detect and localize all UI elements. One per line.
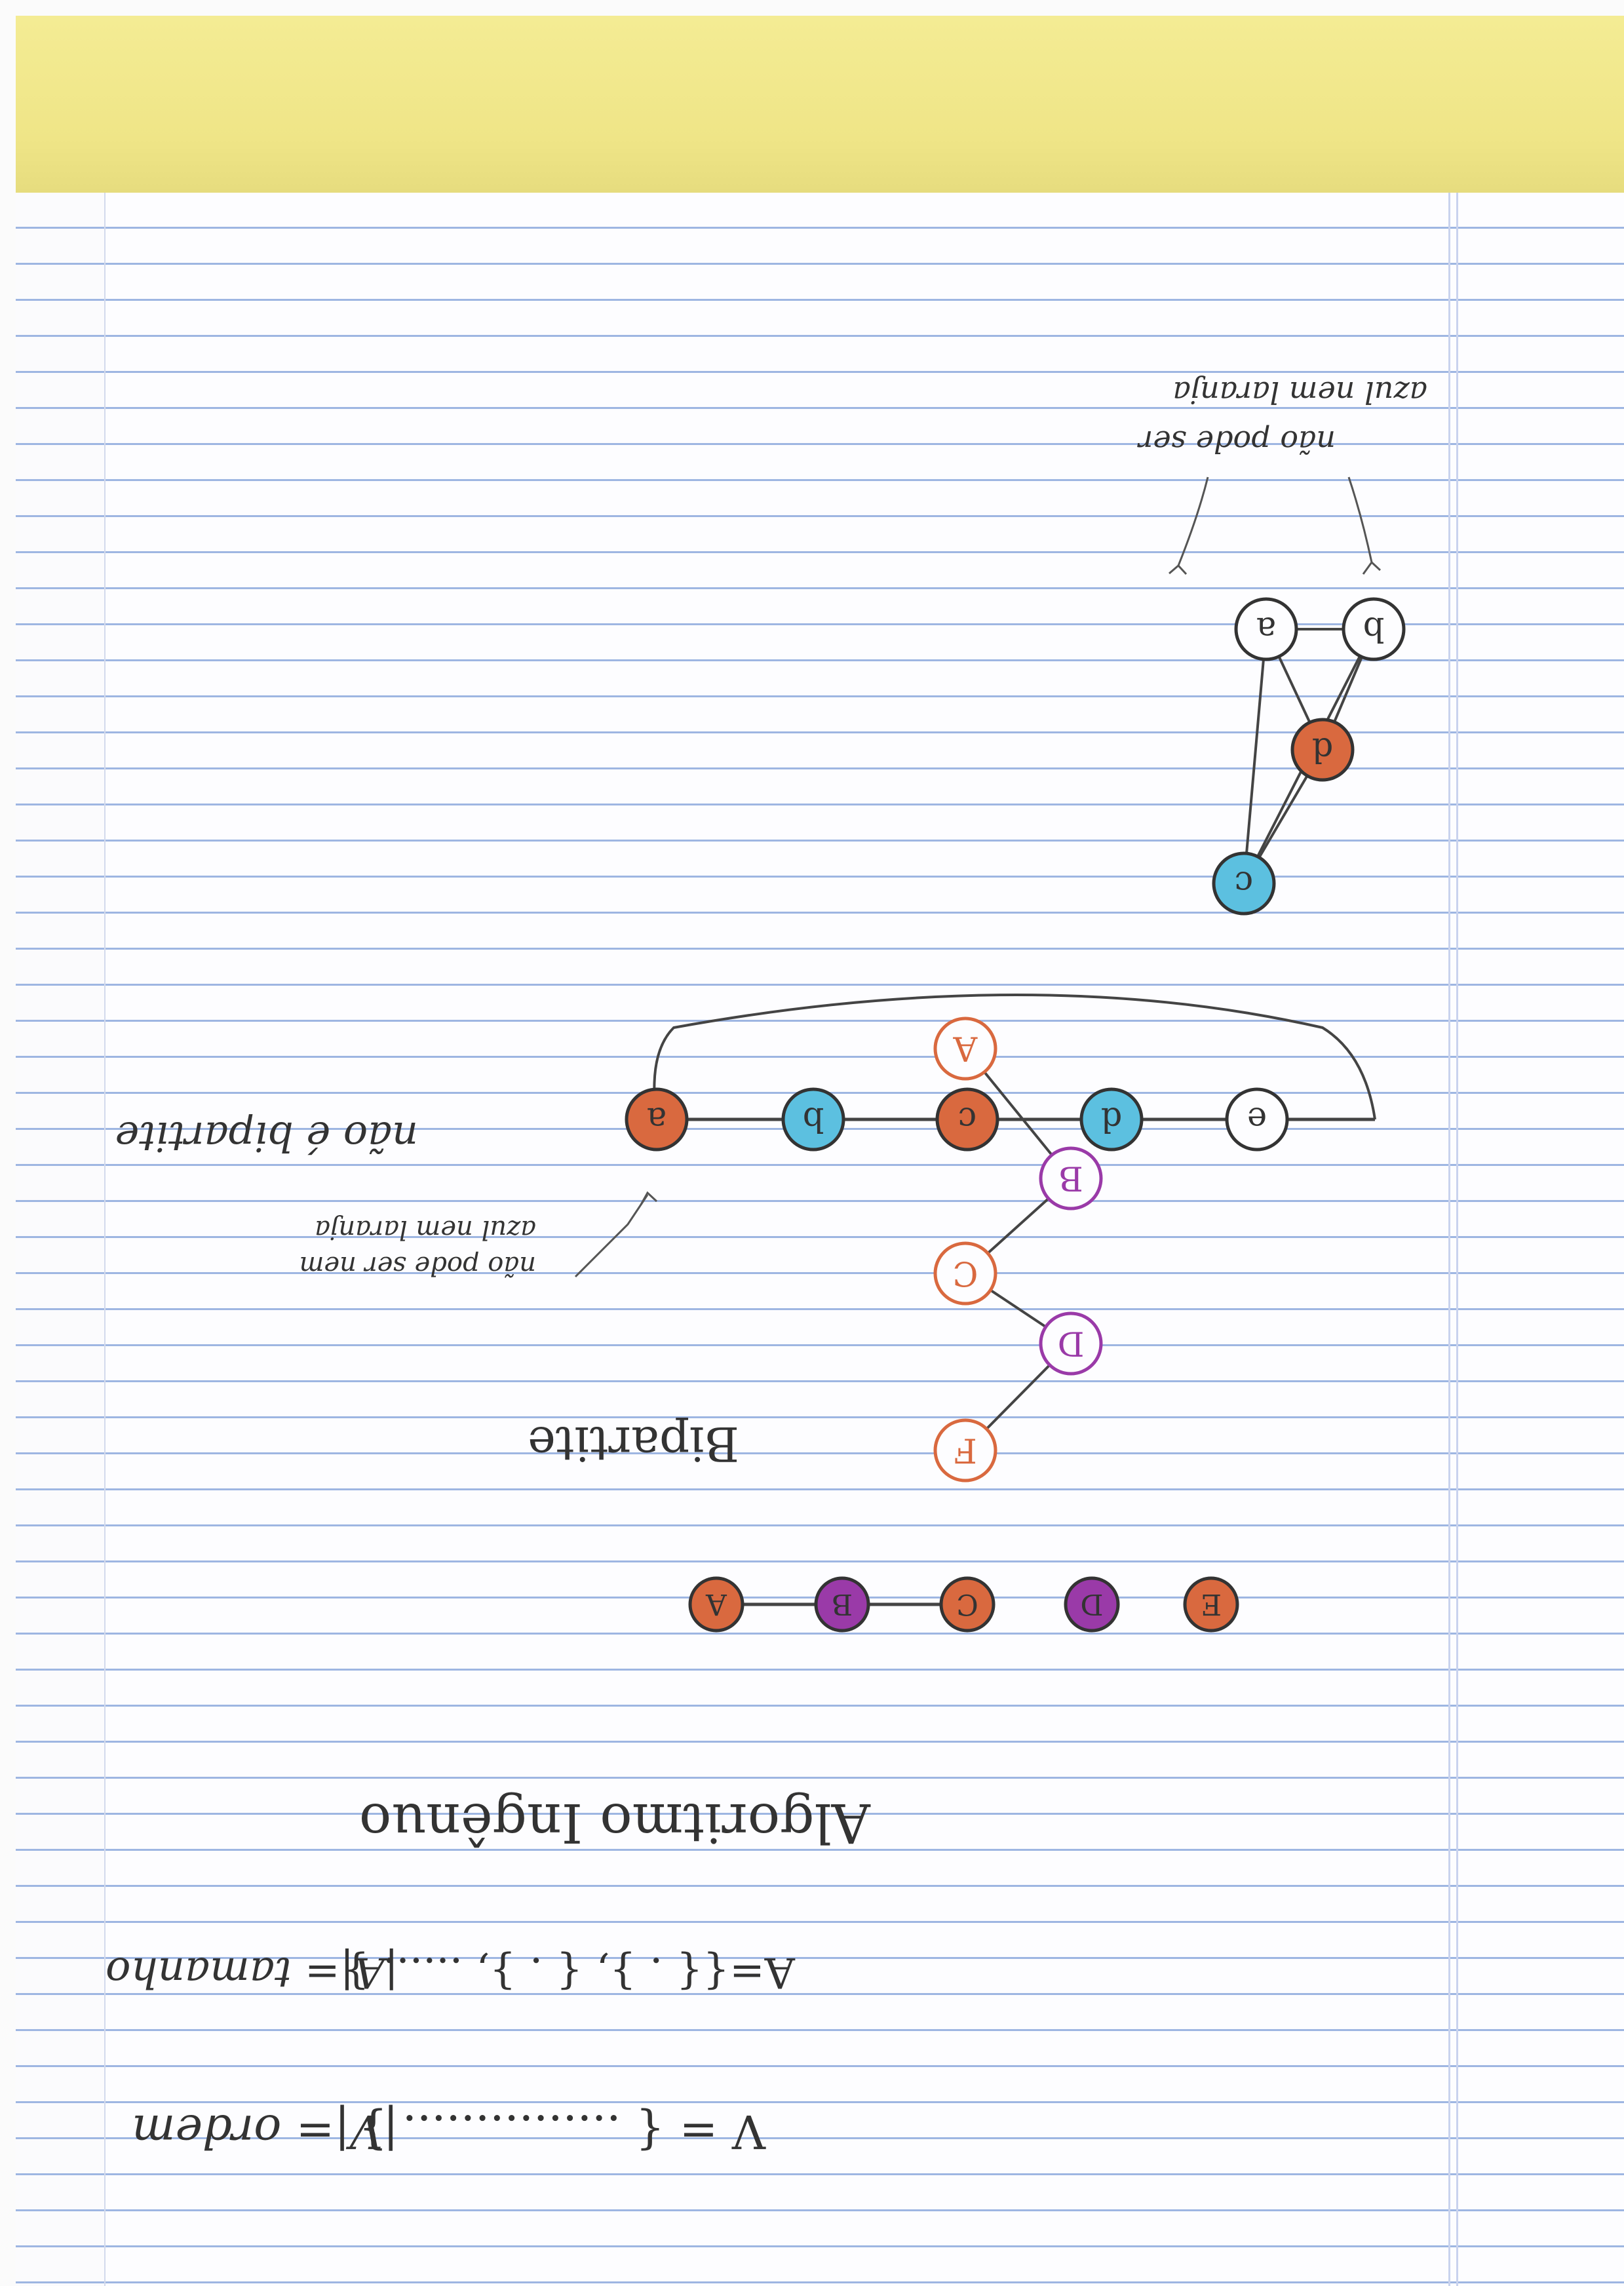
graph-edge: [653, 994, 1376, 1120]
graph-node-label: A: [952, 1029, 978, 1068]
graph-node-label: d: [1101, 1100, 1123, 1138]
graph-node: [1039, 1146, 1103, 1211]
graph-node: [1183, 1576, 1239, 1633]
graph-node: [1342, 597, 1406, 661]
graph-edge: [1243, 629, 1267, 884]
graph-node: [1079, 1087, 1144, 1152]
graph-node-label: d: [1312, 730, 1334, 769]
triangle-annotation-line2: azul nem laranja: [1172, 375, 1427, 410]
graph-node-label: F: [954, 1431, 976, 1469]
graph-node: [933, 1017, 997, 1081]
margin-line: [1448, 193, 1450, 2286]
graph-node-label: D: [1058, 1324, 1085, 1363]
margin-line: [1456, 193, 1458, 2286]
graph-node: [935, 1087, 999, 1152]
graph-node-label: b: [803, 1100, 824, 1138]
cycle-annotation-line1: não pode ser nem: [300, 1250, 536, 1281]
edges-set: A={{ . }, { . }, ...... }: [343, 1948, 796, 1996]
triangle-annotation-line1: não pode ser: [1136, 424, 1336, 459]
algorithm-title: Algoritmo Ingênuo: [359, 1791, 871, 1853]
graph-node-label: C: [952, 1254, 978, 1292]
graph-node: [688, 1576, 744, 1633]
bipartite-label: Bipartite: [528, 1416, 739, 1471]
graph-node: [1064, 1576, 1120, 1633]
notebook-page: [16, 193, 1624, 2286]
graph-node: [933, 1418, 997, 1482]
graph-node-label: a: [647, 1100, 667, 1138]
arrow-icon: [1347, 476, 1373, 563]
graph-node-label: C: [956, 1587, 978, 1621]
graph-node: [814, 1576, 870, 1633]
graph-node: [939, 1576, 996, 1633]
graph-node: [1290, 718, 1355, 782]
graph-node-label: B: [1058, 1159, 1083, 1197]
vertices-set: V = { ............... }: [358, 2104, 766, 2158]
graph-node: [781, 1087, 845, 1152]
graph-node: [1039, 1311, 1103, 1376]
graph-node: [625, 1087, 689, 1152]
arrow-head-icon: [640, 1191, 658, 1205]
cycle-annotation-line2: azul nem laranja: [315, 1214, 536, 1245]
graph-node-label: E: [1201, 1587, 1222, 1621]
arrow-head-icon: [1362, 560, 1382, 575]
graph-node-label: D: [1080, 1587, 1103, 1621]
arrow-icon: [574, 1194, 649, 1278]
vertices-order: |V|= ordem: [132, 2104, 398, 2158]
not-bipartite-label: não é bipartite: [115, 1113, 419, 1161]
yellow-paper-strip: [16, 16, 1624, 193]
graph-node-label: c: [1235, 864, 1254, 902]
graph-node-label: b: [1363, 610, 1385, 648]
graph-node: [1234, 597, 1298, 661]
arrow-head-icon: [1169, 564, 1188, 575]
graph-node-label: e: [1247, 1100, 1267, 1138]
graph-node: [933, 1241, 997, 1306]
graph-node: [1212, 851, 1276, 916]
graph-node: [1225, 1087, 1289, 1152]
page-margin-strip: [16, 193, 106, 2286]
arrow-icon: [1177, 476, 1209, 566]
graph-node-label: c: [958, 1100, 977, 1138]
graph-node-label: B: [832, 1587, 853, 1621]
edges-size: |A|= tamanho: [106, 1948, 398, 1996]
graph-node-label: a: [1256, 610, 1276, 648]
graph-node-label: A: [705, 1587, 727, 1621]
